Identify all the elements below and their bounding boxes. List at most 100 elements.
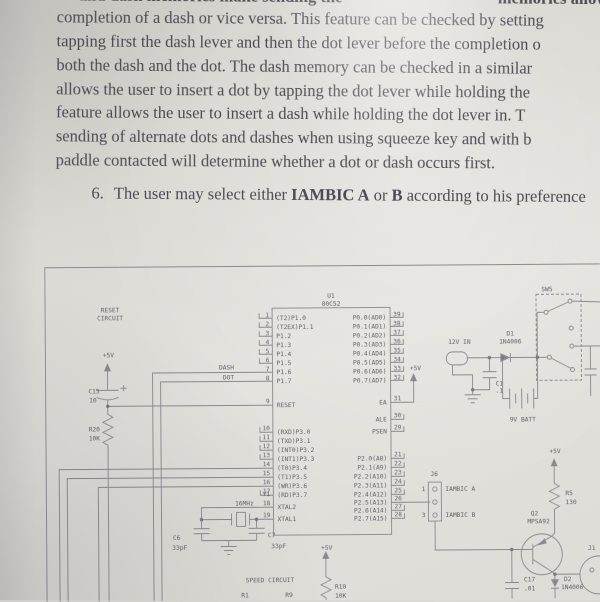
label-r10-val: 10K	[335, 593, 346, 600]
label-c17-val: .01	[524, 585, 535, 592]
junction-dot	[488, 356, 491, 359]
label-pin-p2-3: P2.3(A11)	[354, 482, 388, 489]
label-pin-p3-0: (RXD)P3.0	[277, 429, 311, 436]
junction-dot	[510, 548, 513, 551]
label-v12-in: 12V IN	[448, 339, 471, 346]
label-dash-label: DASH	[219, 364, 234, 371]
r5-resistor	[549, 466, 559, 536]
label-pin-p2-1: P2.1(A9)	[357, 464, 387, 471]
label-r5-val: 130	[565, 499, 576, 506]
label-r5-ref: R5	[565, 490, 573, 497]
label-num-r-32: 32	[394, 374, 402, 381]
junction-dot	[553, 573, 556, 576]
label-num-r-35: 35	[393, 347, 401, 354]
label-pin-p3-3: (INT1)P3.3	[277, 456, 315, 463]
label-num-l-14: 14	[263, 461, 271, 468]
y1-crystal-plates	[231, 513, 249, 525]
paragraph-line: paddle contacted will determine whether …	[56, 149, 496, 174]
label-pin-p2-2: P2.2(A10)	[354, 473, 388, 480]
label-u1-ref: U1	[327, 293, 335, 300]
label-num-l-16: 16	[263, 479, 271, 486]
j6-down-wire	[435, 520, 522, 550]
paragraph-line: sending of alternate dots and dashes whe…	[56, 125, 532, 150]
label-pin-p0-4: P0.4(AD4)	[353, 350, 387, 357]
list-item-6: 6.The user may select either IAMBIC A or…	[91, 183, 585, 208]
label-pin-p1-3: P1.3	[276, 342, 291, 349]
paragraph-line: completion of a dash or vice versa. This…	[57, 6, 544, 31]
label-d2-val: 1N4006	[561, 584, 584, 591]
plus5-r5-arrowhead	[551, 458, 558, 466]
d2-diode-triangle	[551, 579, 559, 587]
label-c6-ref: C6	[173, 535, 181, 542]
j6-pin1-circle	[433, 487, 437, 491]
label-y1-val: 16MHz	[235, 500, 254, 507]
label-pin-psen: PSEN	[372, 428, 387, 435]
label-pin-p1-4: P1.4	[276, 351, 291, 358]
right-capacitor	[584, 346, 596, 396]
c1-capacitor	[472, 358, 496, 390]
sw5-throw2b-circle	[570, 368, 574, 372]
label-c7-val: 33pF	[271, 543, 286, 550]
label-r20-val: 10K	[89, 435, 100, 442]
junction-dot	[471, 388, 474, 391]
label-d1-val: 1N4006	[499, 338, 522, 345]
label-pin-p0-6: P0.6(AD6)	[353, 368, 387, 375]
label-j6-ref: J6	[430, 471, 438, 478]
label-iambic-b: IAMBIC B	[445, 512, 475, 519]
c7-capacitor	[249, 519, 265, 540]
label-plus5-reset: +5V	[103, 352, 114, 359]
label-c15-val: 10	[89, 397, 97, 404]
power-jack	[446, 352, 467, 365]
label-speed-circuit: SPEED CIRCUIT	[246, 577, 295, 584]
item6-pre: The user may select either	[114, 184, 291, 204]
label-r9-ref: R9	[285, 592, 293, 599]
plus5-r10-arrowhead	[322, 551, 329, 559]
label-j6-pin1: 1	[422, 486, 426, 493]
label-num-r-30: 30	[394, 412, 402, 419]
label-pin-p3-2: (INT0)P3.2	[277, 447, 315, 454]
label-num-l-3: 3	[265, 330, 269, 337]
label-j6-pin3: 3	[422, 512, 426, 519]
label-r1-ref: R1	[241, 592, 249, 599]
sw5-box	[536, 294, 582, 380]
label-dot-label: DOT	[223, 374, 234, 381]
paragraph-line: allows the user to insert a dot by tappi…	[56, 78, 530, 103]
label-batt-val: 9V BATT	[510, 416, 536, 423]
label-pin-p3-7: (RD)P3.7	[277, 492, 307, 499]
item6-number: 6.	[91, 184, 104, 203]
j1-jack-contact	[590, 568, 594, 572]
label-u1-part: 80C52	[322, 301, 341, 308]
label-pin-reset: RESET	[277, 402, 296, 409]
label-c1-val: .1	[496, 388, 504, 395]
q2-base-bar	[522, 544, 533, 564]
label-num-l-5: 5	[266, 348, 270, 355]
label-pin-p1-6: P1.6	[276, 369, 291, 376]
paragraph-line: feature allows the user to insert a dash…	[56, 101, 526, 126]
label-num-r-27: 27	[394, 503, 402, 510]
label-pin-p1-5: P1.5	[276, 360, 291, 367]
power-jack-sleeve-wire	[452, 365, 472, 390]
label-num-r-29: 29	[394, 424, 402, 431]
label-num-l-2: 2	[265, 321, 269, 328]
label-pin-p2-5: P2.5(A13)	[354, 499, 388, 506]
label-num-l-7: 7	[266, 366, 270, 373]
item6-bold-iambic-a: IAMBIC A	[291, 185, 370, 205]
label-num-r-24: 24	[394, 478, 402, 485]
j6-pin2-circle	[433, 500, 437, 504]
label-q2-ref: Q2	[531, 510, 539, 517]
label-pin-p2-4: P2.4(A12)	[354, 491, 388, 498]
label-pin-p1-0: (T2)P1.0	[276, 315, 306, 322]
item6-bold-b: B	[391, 186, 402, 205]
sw5-blade2	[551, 358, 570, 368]
label-c1-ref: C1	[496, 381, 504, 388]
sw5-throw1b-circle	[569, 326, 573, 330]
label-num-r-28: 28	[394, 511, 402, 518]
label-num-l-15: 15	[263, 470, 271, 477]
label-pin-ale: ALE	[376, 416, 387, 423]
label-num-r-31: 31	[394, 395, 402, 402]
r20-resistor	[103, 406, 114, 601]
label-pin-p0-1: P0.1(AD1)	[353, 323, 387, 330]
paragraph-line: tapping first the dash lever and then th…	[56, 30, 540, 55]
schematic-labels: U180C52(T2)P1.0(T2EX)P1.1P1.2P1.3P1.4P1.…	[88, 286, 596, 602]
